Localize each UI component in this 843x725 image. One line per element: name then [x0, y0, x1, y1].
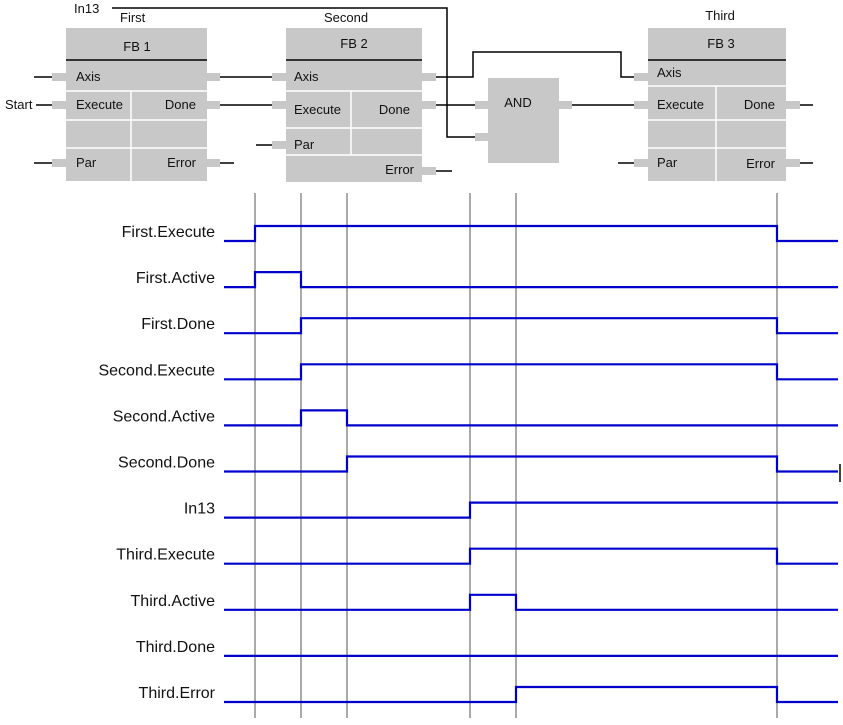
and-pin-in1 — [475, 101, 488, 109]
signal-label: Second.Execute — [98, 362, 215, 379]
pin-axis-out — [422, 73, 436, 81]
fb-instance-name: Third — [705, 8, 735, 23]
function-block-third: Third FB 3 Axis Execute Done Par Error — [634, 8, 800, 181]
fb-type-name: FB 2 — [340, 36, 367, 51]
fb-type-name: FB 1 — [123, 39, 150, 54]
pin-label-execute: Execute — [294, 102, 341, 117]
pin-label-execute: Execute — [76, 97, 123, 112]
input-label-start: Start — [5, 97, 33, 112]
signal-label: First.Active — [136, 270, 215, 287]
and-pin-out — [559, 101, 572, 109]
signal-trace — [224, 593, 838, 611]
pin-done — [207, 101, 220, 109]
pin-error — [786, 159, 800, 167]
fb-instance-name: First — [120, 10, 146, 25]
signal-trace — [224, 224, 838, 243]
fb-body — [648, 28, 786, 181]
pin-par — [634, 159, 648, 167]
wire-axis-2-3 — [436, 51, 634, 78]
input-label-in13: In13 — [74, 1, 99, 16]
fb-body — [66, 28, 207, 181]
pin-label-execute: Execute — [657, 97, 704, 112]
pin-label-error: Error — [746, 156, 776, 171]
pin-done — [422, 101, 436, 109]
signal-trace — [224, 271, 838, 289]
signal-trace — [224, 409, 838, 427]
pin-label-error: Error — [167, 155, 197, 170]
pin-error — [422, 167, 436, 175]
pin-par — [272, 141, 286, 149]
signal-trace — [224, 363, 838, 381]
signal-label: Third.Active — [131, 593, 216, 610]
signal-label: Third.Error — [139, 685, 216, 702]
function-block-first: First FB 1 Axis Execute Done Par Error — [52, 10, 220, 181]
pin-axis-out — [207, 73, 220, 81]
pin-axis — [52, 73, 66, 81]
signal-trace — [224, 547, 838, 565]
fb-instance-name: Second — [324, 10, 368, 25]
signal-trace — [224, 455, 838, 473]
pin-axis — [634, 73, 648, 81]
signal-label: First.Done — [141, 316, 215, 333]
signal-trace — [224, 685, 838, 704]
signal-label: First.Execute — [122, 224, 215, 241]
pin-par — [52, 159, 66, 167]
fb-type-name: FB 3 — [707, 36, 734, 51]
and-gate: AND — [475, 78, 572, 163]
pin-axis — [272, 73, 286, 81]
fb-body — [286, 28, 422, 182]
pin-label-done: Done — [379, 102, 410, 117]
pin-done — [786, 101, 800, 109]
pin-label-done: Done — [744, 97, 775, 112]
pin-error — [207, 159, 220, 167]
pin-label-par: Par — [657, 155, 678, 170]
pin-label-axis: Axis — [76, 69, 101, 84]
signal-label: In13 — [184, 501, 215, 518]
signal-label: Second.Active — [113, 408, 215, 425]
signal-label: Third.Execute — [116, 547, 215, 564]
pin-label-done: Done — [165, 97, 196, 112]
pin-label-axis: Axis — [657, 65, 682, 80]
signal-trace — [224, 317, 838, 335]
pin-label-axis: Axis — [294, 69, 319, 84]
signal-traces — [224, 224, 838, 704]
pin-label-par: Par — [294, 137, 315, 152]
pin-label-par: Par — [76, 155, 97, 170]
pin-label-error: Error — [385, 162, 415, 177]
signal-trace — [224, 501, 838, 519]
and-pin-in2 — [475, 133, 488, 141]
signal-label: Third.Done — [136, 639, 215, 656]
wire-in13 — [112, 7, 475, 138]
function-block-second: Second FB 2 Axis Execute Done Par Error — [272, 10, 436, 182]
and-body — [488, 78, 559, 163]
signal-labels: First.ExecuteFirst.ActiveFirst.DoneSecon… — [98, 224, 215, 702]
signal-label: Second.Done — [118, 455, 215, 472]
pin-execute — [52, 101, 66, 109]
wires — [34, 7, 813, 172]
pin-execute — [272, 101, 286, 109]
and-label: AND — [504, 95, 531, 110]
pin-execute — [634, 101, 648, 109]
